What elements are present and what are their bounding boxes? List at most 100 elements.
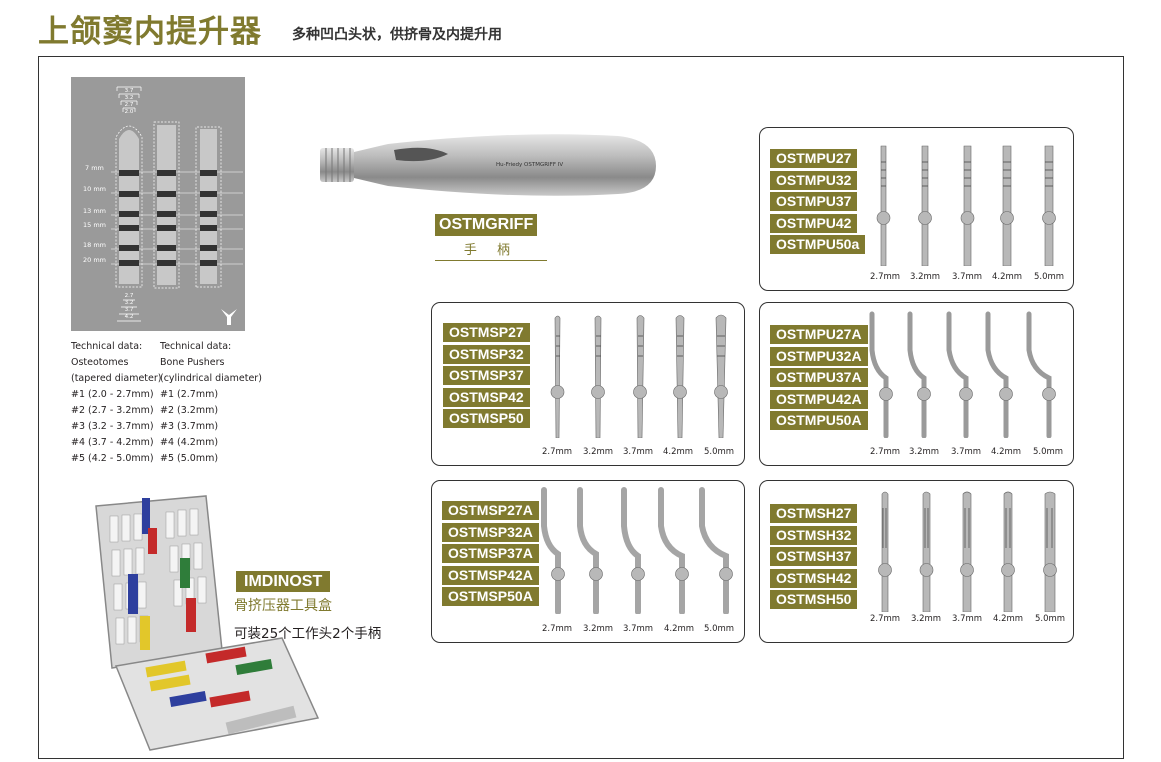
code-list-ostmsh: OSTMSH27 OSTMSH32 OSTMSH37 OSTMSH42 OSTM… <box>770 504 858 612</box>
tech-text: #4 (3.7 - 4.2mm) <box>71 437 154 448</box>
size-label: 5.0mm <box>1033 272 1065 282</box>
tech-text: (tapered diameter) <box>71 373 162 384</box>
tech-text: #3 (3.2 - 3.7mm) <box>71 421 154 432</box>
top-dim-4: 2.0 <box>125 109 134 115</box>
handle-name: 手 柄 <box>463 243 519 258</box>
product-code: OSTMSH27 <box>770 504 858 523</box>
size-label: 4.2mm <box>991 272 1023 282</box>
size-label: 2.7mm <box>869 614 901 624</box>
handle-engraving: Hu-Friedy OSTMGRIFF IV <box>496 162 563 168</box>
size-label: 3.2mm <box>582 624 614 634</box>
product-code: OSTMSP37 <box>443 366 530 385</box>
tech-data-bone-pushers: Technical data: Bone Pushers (cylindrica… <box>160 339 262 467</box>
top-dim-1: 3.7 <box>125 88 134 94</box>
depth-mark-13: 13 mm <box>83 207 106 215</box>
size-label: 5.0mm <box>703 447 735 457</box>
product-code: OSTMSH37 <box>770 547 858 566</box>
product-code: OSTMPU27 <box>770 149 858 168</box>
size-label: 2.7mm <box>541 447 573 457</box>
tech-text: Technical data: <box>160 341 232 352</box>
product-code: OSTMPU50A <box>770 411 868 430</box>
handle-label-block: OSTMGRIFF 手 柄 <box>435 214 547 261</box>
size-label: 3.7mm <box>622 447 654 457</box>
kit-tray-image <box>86 488 326 762</box>
product-code: OSTMSH32 <box>770 525 858 545</box>
product-code: OSTMPU32A <box>770 346 868 366</box>
tech-text: Osteotomes <box>71 357 129 368</box>
ostmsp-instruments <box>540 312 740 442</box>
product-code: OSTMPU42A <box>770 389 868 409</box>
tech-text: Technical data: <box>71 341 143 352</box>
code-list-ostmpu-a: OSTMPU27A OSTMPU32A OSTMPU37A OSTMPU42A … <box>770 325 868 433</box>
code-list-ostmpu: OSTMPU27 OSTMPU32 OSTMPU37 OSTMPU42 OSTM… <box>770 149 866 257</box>
tech-text: #2 (3.2mm) <box>160 405 219 416</box>
product-code: OSTMSP42 <box>443 387 530 407</box>
bottom-dim-2: 3.2 <box>125 300 134 306</box>
size-label: 3.2mm <box>908 447 940 457</box>
bottom-dim-4: 4.2 <box>125 314 134 320</box>
tech-text: Bone Pushers <box>160 357 225 368</box>
depth-mark-10: 10 mm <box>83 185 106 193</box>
handle-underline <box>435 260 547 261</box>
depth-mark-15: 15 mm <box>83 221 106 229</box>
hu-friedy-logo-icon <box>221 309 237 325</box>
size-label: 5.0mm <box>1032 447 1064 457</box>
kit-code: IMDINOST <box>236 571 331 592</box>
product-code: OSTMSP37A <box>442 544 539 563</box>
size-label: 4.2mm <box>990 447 1022 457</box>
product-code: OSTMSP50A <box>442 587 539 606</box>
handle-code: OSTMGRIFF <box>435 214 538 236</box>
product-code: OSTMSP42A <box>442 565 539 585</box>
depth-mark-20: 20 mm <box>83 256 106 264</box>
kit-name: 骨挤压器工具盒 <box>234 598 332 614</box>
product-code: OSTMSP27 <box>443 323 530 342</box>
size-label: 3.2mm <box>910 614 942 624</box>
kit-description: 可装25个工作头2个手柄 <box>234 626 382 642</box>
page-title: 上颌窦内提升器 <box>38 14 262 50</box>
size-label: 4.2mm <box>992 614 1024 624</box>
tech-text: #5 (5.0mm) <box>160 453 219 464</box>
ostmsh-instruments <box>870 490 1070 616</box>
size-label: 3.2mm <box>582 447 614 457</box>
depth-mark-7: 7 mm <box>85 164 104 172</box>
tech-text: (cylindrical diameter) <box>160 373 262 384</box>
handle-image: Hu-Friedy OSTMGRIFF IV <box>318 130 658 204</box>
product-code: OSTMPU37 <box>770 192 858 211</box>
tech-text: #3 (3.7mm) <box>160 421 219 432</box>
product-code: OSTMSH42 <box>770 568 858 588</box>
size-label: 5.0mm <box>1034 614 1066 624</box>
bottom-dim-1: 2.7 <box>125 293 134 299</box>
depth-mark-18: 18 mm <box>83 241 106 249</box>
tech-data-osteotomes: Technical data: Osteotomes (tapered diam… <box>71 339 162 467</box>
ostmpu-instruments <box>870 140 1070 270</box>
size-label: 4.2mm <box>663 624 695 634</box>
product-code: OSTMSH50 <box>770 590 858 609</box>
size-label: 4.2mm <box>662 447 694 457</box>
code-list-ostmsp: OSTMSP27 OSTMSP32 OSTMSP37 OSTMSP42 OSTM… <box>443 323 530 431</box>
size-label: 2.7mm <box>869 447 901 457</box>
tech-text: #1 (2.0 - 2.7mm) <box>71 389 154 400</box>
size-label: 5.0mm <box>703 624 735 634</box>
page-subtitle: 多种凹凸头状，供挤骨及内提升用 <box>292 27 502 43</box>
catalog-frame <box>38 56 1124 759</box>
ostmsp-a-instruments <box>536 486 740 618</box>
product-code: OSTMSP32 <box>443 344 530 364</box>
tech-text: #4 (4.2mm) <box>160 437 219 448</box>
product-code: OSTMPU27A <box>770 325 868 344</box>
product-code: OSTMPU37A <box>770 368 868 387</box>
osteotome-diagram: 3.7 3.2 2.7 2.0 2.7 3.2 3.7 4.2 7 mm 10 … <box>71 77 245 331</box>
size-label: 3.7mm <box>951 272 983 282</box>
size-label: 3.2mm <box>909 272 941 282</box>
product-code: OSTMSP50 <box>443 409 530 428</box>
product-code: OSTMPU42 <box>770 213 858 233</box>
tech-text: #2 (2.7 - 3.2mm) <box>71 405 154 416</box>
osteotome-diagram-svg: 3.7 3.2 2.7 2.0 2.7 3.2 3.7 4.2 7 mm 10 … <box>83 86 243 325</box>
top-dim-3: 2.7 <box>125 102 134 108</box>
code-list-ostmsp-a: OSTMSP27A OSTMSP32A OSTMSP37A OSTMSP42A … <box>442 501 539 609</box>
size-label: 3.7mm <box>951 614 983 624</box>
tech-text: #1 (2.7mm) <box>160 389 219 400</box>
size-label: 3.7mm <box>950 447 982 457</box>
bottom-dim-3: 3.7 <box>125 307 134 313</box>
size-label: 2.7mm <box>541 624 573 634</box>
size-label: 2.7mm <box>869 272 901 282</box>
